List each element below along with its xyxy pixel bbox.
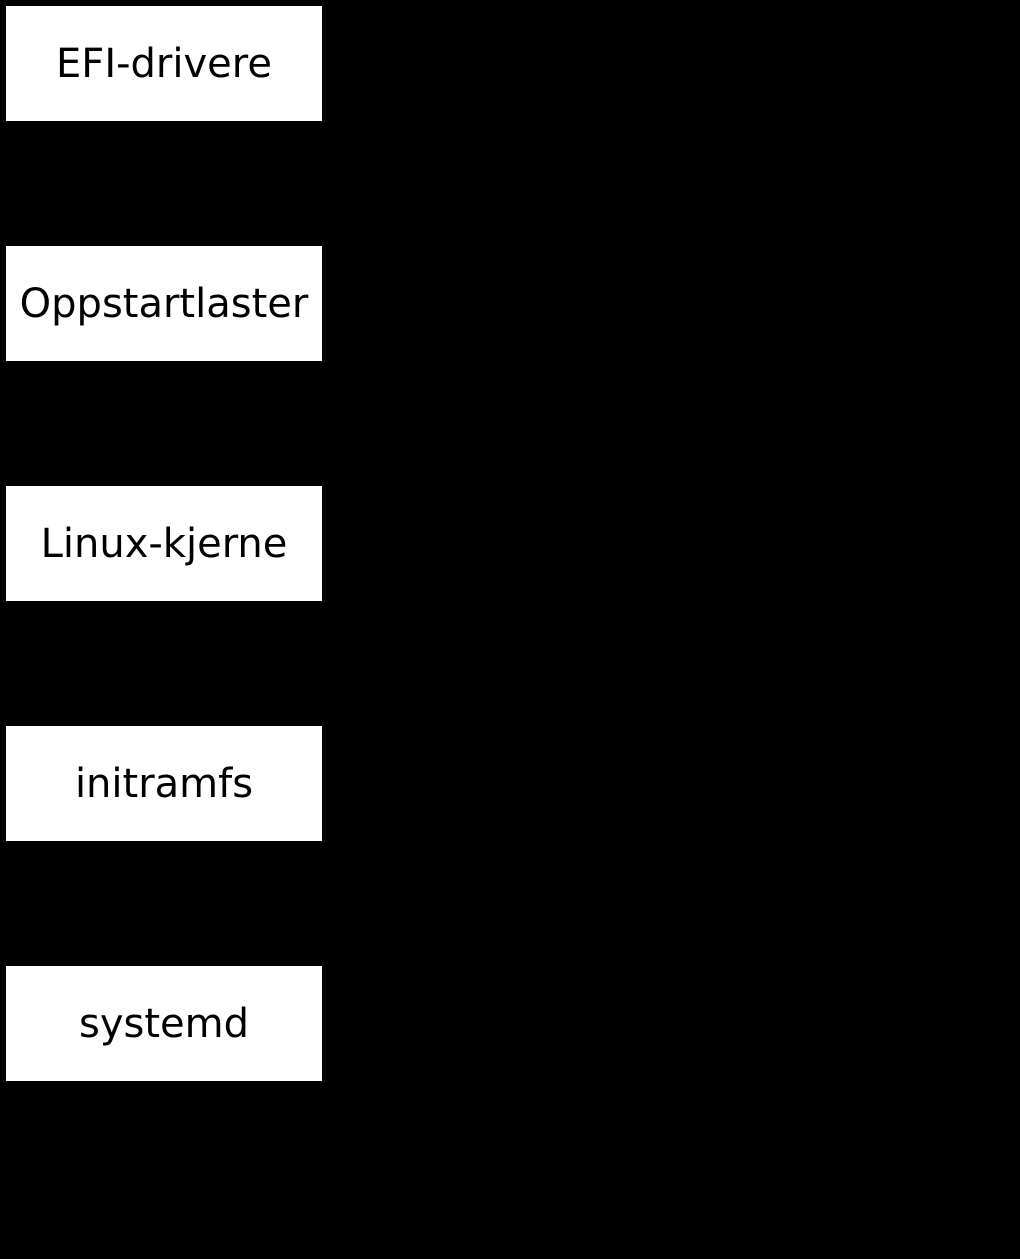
diagram-node-label: systemd (79, 1000, 249, 1047)
diagram-node-label: Oppstartlaster (19, 280, 309, 327)
diagram-node-label: EFI-drivere (56, 40, 272, 87)
diagram-node-initramfs[interactable]: initramfs (6, 726, 322, 841)
diagram-node-systemd[interactable]: systemd (6, 966, 322, 1081)
diagram-node-label: Linux-kjerne (40, 520, 288, 567)
diagram-node-oppstartlaster[interactable]: Oppstartlaster (6, 246, 322, 361)
diagram-node-linux-kjerne[interactable]: Linux-kjerne (6, 486, 322, 601)
diagram-node-label: initramfs (74, 760, 254, 807)
diagram-node-efi-drivere[interactable]: EFI-drivere (6, 6, 322, 121)
